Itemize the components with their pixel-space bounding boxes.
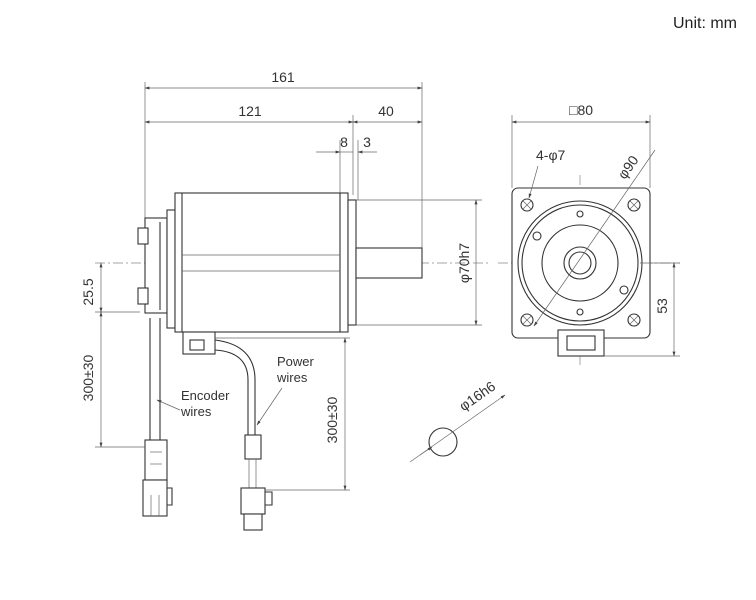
dim-shaft-diameter: φ16h6 — [456, 378, 498, 414]
shaft — [355, 247, 423, 279]
side-view: 161 121 40 8 3 φ70h7 — [80, 69, 488, 531]
dim-power-wire-length: 300±30 — [324, 396, 340, 443]
dim-mount-holes: 4-φ7 — [536, 147, 566, 163]
dim-encoder-offset: 25.5 — [80, 278, 96, 305]
dim-encoder-wire-length: 300±30 — [80, 354, 96, 401]
encoder-wires-label-2: wires — [180, 404, 212, 419]
dim-overall-length: 161 — [271, 69, 295, 85]
encoder-wires-label-1: Encoder — [181, 388, 230, 403]
mount-hole — [520, 198, 534, 212]
dim-bolt-circle: φ90 — [614, 152, 641, 182]
dim-shaft-length: 40 — [378, 103, 394, 119]
power-connector — [240, 487, 266, 515]
power-cable — [214, 339, 256, 440]
front-view: □80 4-φ7 φ90 53 — [498, 102, 680, 365]
power-wires-label-2: wires — [276, 370, 308, 385]
dim-flange-offset: 8 — [340, 134, 348, 150]
dim-body-length: 121 — [238, 103, 262, 119]
mount-hole — [520, 313, 534, 327]
motor-body — [174, 192, 349, 333]
dim-pilot-diameter: φ70h7 — [456, 243, 472, 283]
shaft-section-circle — [428, 427, 458, 457]
flange — [347, 199, 357, 326]
dim-flange-square: □80 — [569, 102, 593, 118]
encoder-connector — [144, 439, 168, 481]
shaft-section: φ16h6 — [409, 378, 506, 463]
dim-shaft-step: 3 — [363, 134, 371, 150]
dim-center-height: 53 — [654, 298, 670, 314]
mount-hole — [627, 198, 641, 212]
encoder-cable — [149, 318, 161, 440]
unit-label: Unit: mm — [673, 15, 737, 32]
power-wires-label-1: Power — [277, 354, 315, 369]
mount-hole — [627, 313, 641, 327]
